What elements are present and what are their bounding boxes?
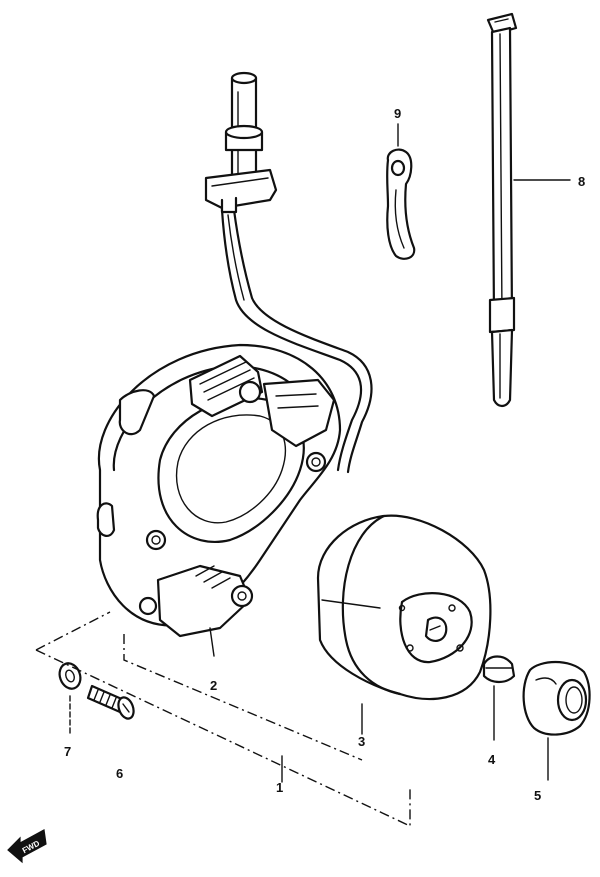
callout-5: 5 — [534, 788, 541, 803]
part-6-screw — [86, 684, 135, 720]
callout-8: 8 — [578, 174, 585, 189]
callout-9: 9 — [394, 106, 401, 121]
cable-grommet — [204, 71, 278, 214]
part-9-clamp — [386, 148, 416, 260]
wire-harness — [220, 208, 373, 474]
part-2-stator — [96, 343, 342, 657]
part-4-key — [482, 655, 516, 741]
part-8-strap — [486, 12, 518, 408]
callout-6: 6 — [116, 766, 123, 781]
callout-1: 1 — [276, 780, 283, 795]
callout-3: 3 — [358, 734, 365, 749]
part-5-nut — [522, 661, 591, 781]
assembly-bracket — [35, 611, 411, 828]
callout-7: 7 — [64, 744, 71, 759]
callout-2: 2 — [210, 678, 217, 693]
part-3-flywheel-rotor — [316, 514, 492, 735]
callout-4: 4 — [488, 752, 496, 767]
forward-direction-arrow-icon: FWD — [7, 829, 47, 864]
part-7-washer — [58, 662, 82, 737]
